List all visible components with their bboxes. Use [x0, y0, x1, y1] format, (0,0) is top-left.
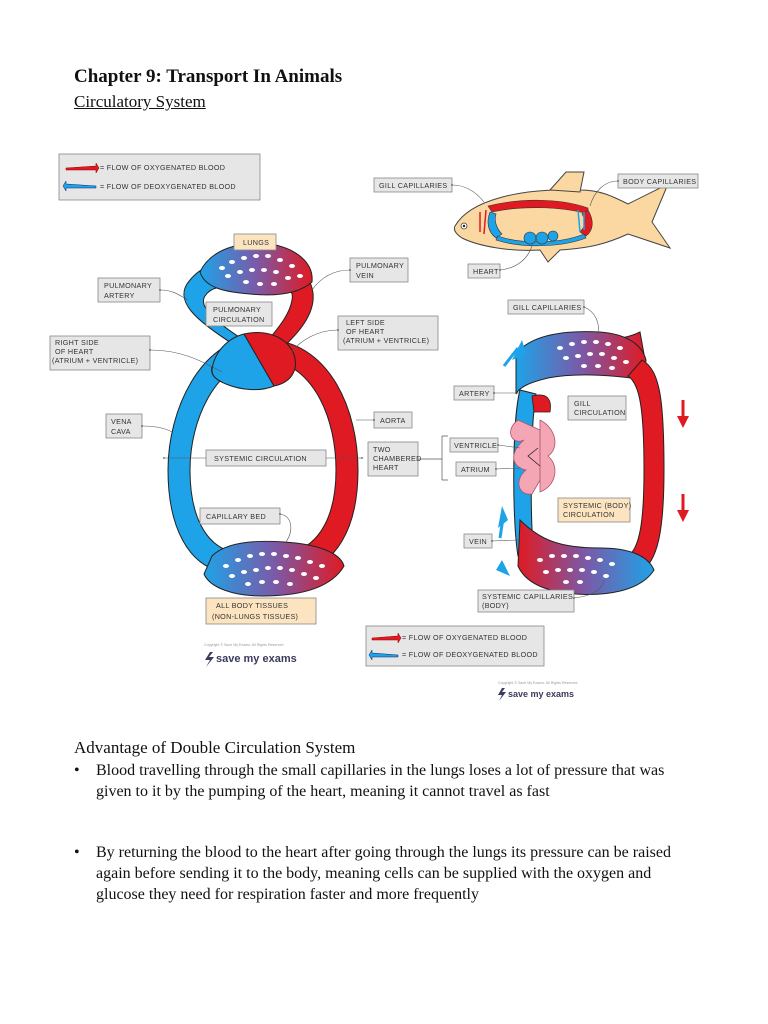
- circulation-diagrams: = FLOW OF OXYGENATED BLOOD = FLOW OF DEO…: [49, 153, 699, 701]
- label-left-heart-3: (ATRIUM + VENTRICLE): [343, 336, 429, 345]
- legend-deoxygenated: = FLOW OF DEOXYGENATED BLOOD: [100, 182, 236, 191]
- fish-labels: GILL CAPILLARIES BODY CAPILLARIES HEART: [373, 173, 699, 279]
- list-item: Blood travelling through the small capil…: [74, 760, 694, 802]
- label-two-chambered-2: CHAMBERED: [373, 454, 422, 463]
- label-capillary-bed: CAPILLARY BED: [206, 512, 266, 521]
- flow-arrow-icon: [677, 416, 689, 428]
- label-gill-circulation-1: GILL: [574, 399, 591, 408]
- label-right-heart-3: (ATRIUM + VENTRICLE): [52, 356, 138, 365]
- advantages-list: Blood travelling through the small capil…: [74, 760, 694, 905]
- flow-arrow-icon: [498, 506, 508, 528]
- blue-arrow-icon: [62, 180, 97, 192]
- label-right-heart-1: RIGHT SIDE: [55, 338, 99, 347]
- label-left-heart-2: OF HEART: [346, 327, 385, 336]
- label-systemic-circulation: SYSTEMIC CIRCULATION: [214, 454, 307, 463]
- label-left-heart-1: LEFT SIDE: [346, 318, 385, 327]
- label-atrium: ATRIUM: [461, 465, 490, 474]
- label-vena-cava-1: VENA: [111, 417, 132, 426]
- diagram1-labels: LUNGS PULMONARY ARTERY PULMONARY VEIN PU…: [49, 233, 439, 667]
- label-pulmonary-circulation-2: CIRCULATION: [213, 315, 265, 324]
- label-right-heart-2: OF HEART: [55, 347, 94, 356]
- brand-2: save my exams: [508, 689, 574, 699]
- legend-box-1: = FLOW OF OXYGENATED BLOOD = FLOW OF DEO…: [58, 153, 261, 201]
- flow-arrow-icon: [512, 340, 526, 360]
- label-body-tissues-2: (NON-LUNGS TISSUES): [212, 612, 298, 621]
- label-lungs: LUNGS: [243, 238, 269, 247]
- blue-arrow-icon: [368, 649, 399, 661]
- label-body-tissues-1: ALL BODY TISSUES: [216, 601, 288, 610]
- label-gill-capillaries: GILL CAPILLARIES: [513, 303, 581, 312]
- page-subtitle: Circulatory System: [74, 92, 206, 111]
- label-systemic-capillaries-2: (BODY): [482, 601, 509, 610]
- logo-bolt-icon: [205, 652, 214, 667]
- advantages-heading: Advantage of Double Circulation System: [74, 738, 356, 757]
- label-pulmonary-circulation-1: PULMONARY: [213, 305, 261, 314]
- diagram2-labels: GILL CAPILLARIES ARTERY GILL CIRCULATION…: [367, 299, 631, 613]
- flow-arrow-icon: [496, 560, 510, 576]
- label-two-chambered-1: TWO: [373, 445, 391, 454]
- label-pulmonary-vein-1: PULMONARY: [356, 261, 404, 270]
- label-two-chambered-3: HEART: [373, 463, 399, 472]
- label-pulmonary-vein-2: VEIN: [356, 271, 374, 280]
- red-arrow-icon: [371, 632, 402, 644]
- flow-arrow-icon: [677, 510, 689, 522]
- fish-illustration: [453, 171, 672, 263]
- label-gill-circulation-2: CIRCULATION: [574, 408, 626, 417]
- legend2-deoxygenated: = FLOW OF DEOXYGENATED BLOOD: [402, 650, 538, 659]
- label-gill-capillaries-fish: GILL CAPILLARIES: [379, 181, 447, 190]
- list-item: By returning the blood to the heart afte…: [74, 842, 694, 905]
- label-aorta: AORTA: [380, 416, 406, 425]
- label-vena-cava-2: CAVA: [111, 427, 131, 436]
- label-vein: VEIN: [469, 537, 487, 546]
- label-systemic-body-1: SYSTEMIC (BODY): [563, 501, 631, 510]
- label-systemic-capillaries-1: SYSTEMIC CAPILLARIES: [482, 592, 573, 601]
- legend-box-2: = FLOW OF OXYGENATED BLOOD = FLOW OF DEO…: [365, 625, 545, 667]
- logo-bolt-icon: [498, 688, 506, 701]
- copyright-1: Copyright © Save My Exams. All Rights Re…: [204, 643, 283, 647]
- page-title: Chapter 9: Transport In Animals: [74, 66, 343, 87]
- single-circulation-vessels: [496, 331, 689, 595]
- label-systemic-body-2: CIRCULATION: [563, 510, 615, 519]
- legend2-oxygenated: = FLOW OF OXYGENATED BLOOD: [402, 633, 527, 642]
- brand-1: save my exams: [216, 653, 297, 665]
- label-fish-heart: HEART: [473, 267, 499, 276]
- label-pulmonary-artery-1: PULMONARY: [104, 281, 152, 290]
- legend-oxygenated: = FLOW OF OXYGENATED BLOOD: [100, 163, 225, 172]
- double-circulation-vessels: [167, 242, 359, 597]
- label-body-capillaries: BODY CAPILLARIES: [623, 177, 696, 186]
- label-artery: ARTERY: [459, 389, 490, 398]
- red-arrow-icon: [65, 162, 100, 174]
- label-ventricle: VENTRICLE: [454, 441, 497, 450]
- label-pulmonary-artery-2: ARTERY: [104, 291, 135, 300]
- copyright-2: Copyright © Save My Exams. All Rights Re…: [498, 681, 577, 685]
